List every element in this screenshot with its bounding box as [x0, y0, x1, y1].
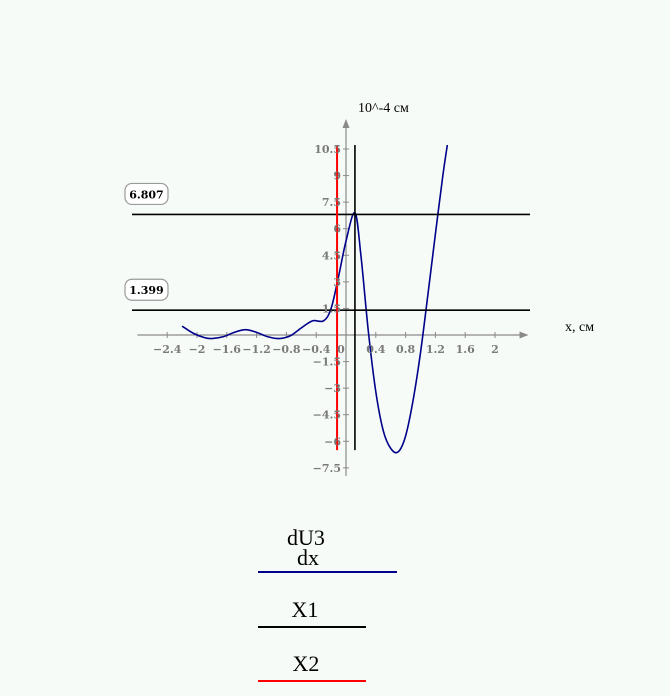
x-axis-arrow	[519, 331, 529, 339]
x-tick-label: −2.4	[153, 343, 182, 356]
x-tick-label: 0	[337, 343, 345, 356]
series-curve-dU3-dx	[181, 145, 449, 454]
x-tick-label: 1.2	[426, 343, 445, 356]
y-tick-label: −3	[324, 382, 341, 395]
callout-box	[124, 278, 169, 301]
y-tick-label: 4.5	[322, 249, 341, 262]
y-tick-label: 7.5	[322, 196, 341, 209]
y-tick-label: 6	[333, 223, 341, 236]
legend-X2: X2	[293, 651, 320, 676]
legend-dx: dx	[297, 545, 319, 570]
x-tick-label: 0.4	[366, 343, 385, 356]
y-tick-label: 9	[333, 170, 341, 183]
y-tick-label: −1.5	[313, 356, 341, 369]
y-axis-title: 10^-4 см	[358, 101, 409, 116]
axes-layer	[137, 119, 529, 476]
y-tick-label: −7.5	[313, 462, 341, 475]
x-tick-label: −1.2	[242, 343, 270, 356]
x-axis-title: x, см	[565, 320, 594, 335]
x-tick-label: −1.6	[213, 343, 242, 356]
legend-X1: X1	[292, 597, 319, 622]
marks-layer	[132, 145, 530, 454]
x-tick-label: −0.8	[272, 343, 301, 356]
legend-dU3: dU3	[287, 525, 325, 550]
callout-label: 6.807	[129, 188, 163, 201]
y-tick-label: 3	[333, 276, 341, 289]
x-tick-label: −2	[189, 343, 206, 356]
labels-layer: −2.4 −2 −1.6−1.2−0.8−0.4 0 0.4 0.8 1.2 1.6 2 −7.5…	[124, 101, 594, 475]
callout-label: 1.399	[129, 284, 163, 297]
y-axis-arrow	[342, 119, 350, 128]
x-tick-label: 0.8	[396, 343, 415, 356]
y-tick-label: −4.5	[313, 409, 341, 422]
x-tick-label: 2	[491, 343, 499, 356]
x-tick-label: 1.6	[456, 343, 475, 356]
y-tick-label: −6	[324, 435, 341, 448]
callout-box	[124, 182, 169, 206]
y-tick-label: 10.5	[314, 143, 341, 156]
y-tick-label: 1.5	[322, 302, 341, 315]
x-tick-label: −0.4	[302, 343, 331, 356]
